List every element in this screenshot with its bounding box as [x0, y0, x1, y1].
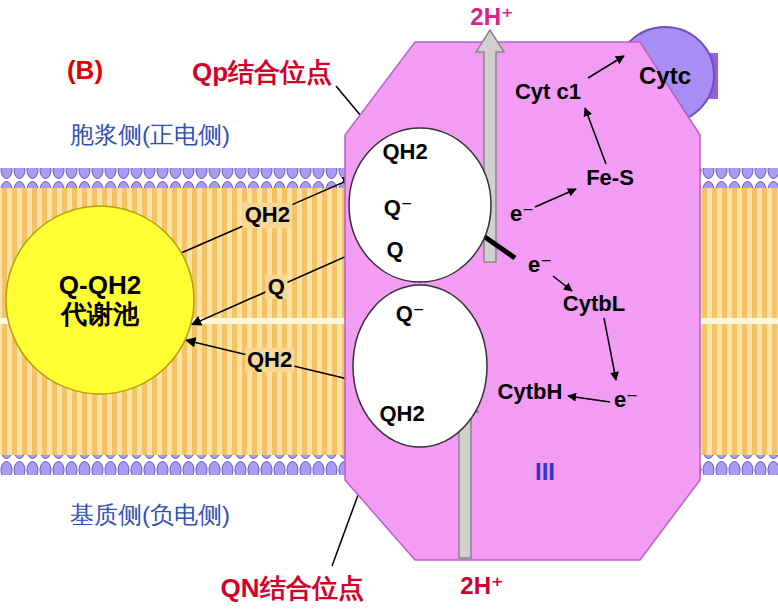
- node-text: Q⁻: [396, 302, 425, 326]
- site-label: QN结合位点: [221, 574, 364, 603]
- q-pool-circle: Q-QH2 代谢池: [5, 205, 195, 395]
- carrier-label: CytbL: [563, 292, 625, 316]
- side-label: 胞浆侧(正电侧): [70, 122, 230, 148]
- edge-label: QH2: [245, 348, 294, 372]
- node-text: QH2: [379, 402, 424, 426]
- node-text: QH2: [382, 140, 427, 164]
- node-text: Q: [386, 238, 403, 262]
- proton-label: 2H⁺: [460, 573, 503, 599]
- side-label: 基质侧(负电侧): [70, 502, 230, 528]
- edge-label: Q: [266, 275, 287, 299]
- carrier-label: Fe-S: [586, 166, 634, 190]
- electron-label: e⁻: [614, 388, 638, 412]
- electron-label: e⁻: [528, 253, 552, 277]
- proton-label: 2H⁺: [470, 4, 513, 30]
- panel-letter: (B): [67, 56, 103, 85]
- flow-arrow: [192, 250, 361, 325]
- node-text: Cytc: [639, 63, 691, 89]
- electron-label: e⁻: [510, 202, 534, 226]
- node-text: Q-QH2 代谢池: [45, 271, 155, 328]
- flow-arrow: [186, 340, 353, 380]
- complex-iii-octagon: IIIQH2Q⁻QQ⁻QH2: [345, 42, 700, 560]
- qn-site-ellipse: Q⁻ QH2: [352, 284, 488, 448]
- edge-label: QH2: [243, 203, 292, 227]
- node-text: III: [535, 459, 555, 485]
- carrier-label: Cyt c1: [515, 80, 581, 104]
- qp-site-ellipse: QH2Q⁻ Q: [348, 127, 492, 283]
- site-label: Qp结合位点: [192, 58, 332, 87]
- flow-arrow: [182, 178, 352, 252]
- carrier-label: CytbH: [498, 380, 563, 404]
- node-text: Q⁻: [384, 196, 413, 220]
